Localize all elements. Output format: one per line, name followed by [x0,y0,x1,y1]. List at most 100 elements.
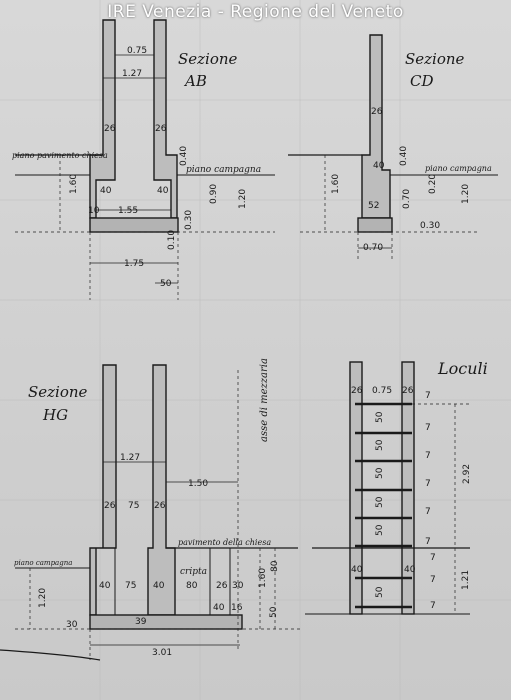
loculi-dim-10: 50 [375,586,385,598]
ab-dim-8: 1.75 [124,259,144,269]
loculi-seven-5: 7 [425,537,431,547]
loculi-dim-4: 50 [375,439,385,451]
loculi-title: Loculi [437,359,488,378]
ab-dim-5: 40 [157,186,169,196]
cd-dim-2: 52 [368,201,379,211]
hg-dim-6: 75 [125,581,136,591]
hg-dim-8: 80 [186,581,198,591]
hg-dim-18: 50 [269,606,279,618]
cd-dim-3: 0.70 [363,243,383,253]
ab-dim-10: 1.20 [238,189,248,209]
hg-dim-16: 3.01 [152,648,172,658]
ab-dim-13: 0.40 [179,146,189,166]
loculi-seven-1: 7 [425,423,431,433]
hg-foundation [89,614,243,630]
loculi-dim-2: 26 [402,386,414,396]
hg-dim-15: 30 [66,620,78,630]
hg-dim-14: 1.20 [38,588,48,608]
loculi-dim-11: 2.92 [462,464,472,484]
hg-dim-3: 26 [154,501,166,511]
hg-dim-19: 80 [270,560,280,572]
hg-dim-10: 30 [232,581,244,591]
loculi-seven-2: 7 [425,451,431,461]
section-hg-title-line2: HG [42,406,68,424]
section-hg-title-line1: Sezione [28,383,88,401]
cd-wall [361,34,391,219]
cd-dim-8: 0.30 [420,221,440,231]
cd-dim-9: 0.70 [402,189,412,209]
hg-label-floor: pavimento della chiesa [178,538,271,547]
cd-foundation [357,217,393,233]
ab-label-ground: piano campagna [186,165,261,175]
loculi-dim-8: 40 [351,565,363,575]
ab-label-floor: piano pavimento chiesa [12,151,108,160]
section-cd: Sezione CD 26 40 52 0.70 1.60 0.40 0.20 … [288,34,498,260]
loculi-dim-7: 50 [375,524,385,536]
loculi-seven-4: 7 [425,507,431,517]
hg-dim-1: 26 [104,501,116,511]
loculi-dim-0: 26 [351,386,363,396]
ab-dim-14: 1.60 [69,174,79,194]
cd-dim-1: 40 [373,161,385,171]
ab-dim-6: 1.55 [118,206,138,216]
ab-dim-4: 40 [100,186,112,196]
loculi-dim-1: 0.75 [372,386,392,396]
loculi-dim-9: 40 [404,565,416,575]
cd-dim-0: 26 [371,107,383,117]
loculi-shelves [355,402,412,609]
ab-dim-1: 1.27 [122,69,142,79]
hg-dim-11: 40 [213,603,225,613]
loculi-seven-0: 7 [425,391,431,401]
cd-dim-7: 1.20 [461,184,471,204]
cd-label-ground: piano campagna [425,164,492,173]
section-loculi: Loculi 26 0.75 26 50 50 50 50 50 40 40 5… [305,359,488,615]
section-ab-title-line1: Sezione [178,50,238,68]
hg-label-ground: piano campagna [14,559,72,567]
ab-dim-3: 26 [155,124,167,134]
section-cd-title-line1: Sezione [405,50,465,68]
hg-dim-7: 40 [153,581,165,591]
watermark: IRE Venezia - Regione del Veneto [107,2,404,22]
loculi-seven-8: 7 [430,601,436,611]
loculi-left-wall [349,361,363,615]
ab-dim-11: 0.90 [209,184,219,204]
cd-dim-4: 1.60 [331,174,341,194]
hg-label-axis: asse di mezzaria [259,358,270,442]
ab-dim-9: 50 [160,279,172,289]
section-hg: Sezione HG 1.27 26 75 26 1.50 40 75 40 8… [0,358,300,661]
section-ab: Sezione AB 0.75 1.27 26 26 40 40 1.55 10… [12,19,275,300]
ab-foundation [89,217,179,233]
hg-dim-9: 26 [216,581,228,591]
hg-dim-13: 39 [135,617,147,627]
hg-dim-0: 1.27 [120,453,140,463]
ab-dim-12: 0.30 [184,210,194,230]
loculi-dim-12: 1.21 [461,570,471,590]
ab-dim-15: 0.10 [167,230,177,250]
hg-dim-4: 1.50 [188,479,208,489]
loculi-right-wall [401,361,415,615]
loculi-dim-6: 50 [375,496,385,508]
hg-dim-5: 40 [99,581,111,591]
loculi-seven-6: 7 [430,553,436,563]
hg-center-wall [147,364,176,616]
section-cd-title-line2: CD [410,72,434,90]
ab-dim-2: 26 [104,124,116,134]
hg-label-crypt: cripta [180,567,207,577]
cd-dim-6: 0.20 [428,174,438,194]
pen-stroke [0,649,101,661]
ab-dim-0: 0.75 [127,46,147,56]
cd-dim-5: 0.40 [399,146,409,166]
hg-dim-12: 16 [231,603,243,613]
hg-dim-17: 1.60 [258,568,268,588]
loculi-dim-3: 50 [375,411,385,423]
loculi-seven-3: 7 [425,479,431,489]
ab-dim-7: 10 [88,206,100,216]
hg-dim-2: 75 [128,501,139,511]
hg-left-wall [89,364,117,616]
loculi-dim-5: 50 [375,467,385,479]
loculi-seven-7: 7 [430,575,436,585]
section-ab-title-line2: AB [183,72,207,90]
